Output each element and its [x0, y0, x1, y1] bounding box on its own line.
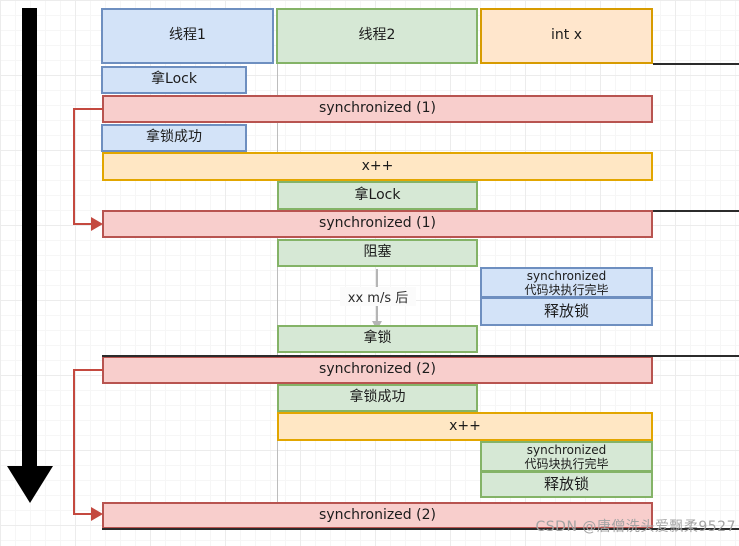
big-down-arrow-head-icon	[7, 466, 53, 503]
box-thread2-take-lock-2: 拿锁	[277, 325, 478, 353]
box-release-lock-blue: 释放锁	[480, 297, 653, 326]
box-synchronized-2-first: synchronized (2)	[102, 356, 653, 384]
header-int-x: int x	[480, 8, 653, 64]
box-x-increment-2: x++	[277, 412, 653, 441]
timeline-line-2	[653, 210, 739, 212]
box-sync-block-done-blue: synchronized 代码块执行完毕	[480, 267, 653, 298]
timeline-line-3	[102, 355, 739, 357]
connector1-vertical-segment	[73, 108, 75, 225]
box-thread1-lock-success: 拿锁成功	[101, 124, 247, 152]
sync-block-done-blue-line2: 代码块执行完毕	[524, 282, 609, 297]
watermark-text: CSDN @唐僧洗头爱飘柔9527	[535, 519, 736, 535]
box-thread2-take-lock: 拿Lock	[277, 181, 478, 210]
connector1-top-segment	[73, 108, 103, 110]
box-x-increment-1: x++	[102, 152, 653, 181]
wait-duration-label: xx m/s 后	[340, 287, 416, 306]
box-thread1-take-lock: 拿Lock	[101, 66, 247, 94]
header-thread2: 线程2	[276, 8, 478, 64]
sync-block-done-green-line1: synchronized	[526, 442, 607, 457]
sync-block-done-green-line2: 代码块执行完毕	[524, 456, 609, 471]
box-thread2-blocked: 阻塞	[277, 239, 478, 267]
connector2-vertical-segment	[73, 369, 75, 515]
connector2-arrowhead-icon	[91, 507, 103, 521]
box-thread2-lock-success: 拿锁成功	[277, 384, 478, 412]
connector2-top-segment	[73, 369, 103, 371]
box-sync-block-done-green: synchronized 代码块执行完毕	[480, 441, 653, 472]
connector1-bottom-segment	[73, 223, 93, 225]
timeline-line-1	[653, 63, 739, 65]
connector1-arrowhead-icon	[91, 217, 103, 231]
connector2-bottom-segment	[73, 513, 93, 515]
box-release-lock-green: 释放锁	[480, 471, 653, 498]
sync-block-done-blue-line1: synchronized	[526, 268, 607, 283]
header-thread1: 线程1	[101, 8, 274, 64]
column-boundary-line	[277, 64, 278, 502]
timeline-line-4	[102, 528, 739, 530]
box-synchronized-1-second: synchronized (1)	[102, 210, 653, 238]
big-down-arrow-shaft	[22, 8, 37, 466]
box-synchronized-1-first: synchronized (1)	[102, 95, 653, 123]
